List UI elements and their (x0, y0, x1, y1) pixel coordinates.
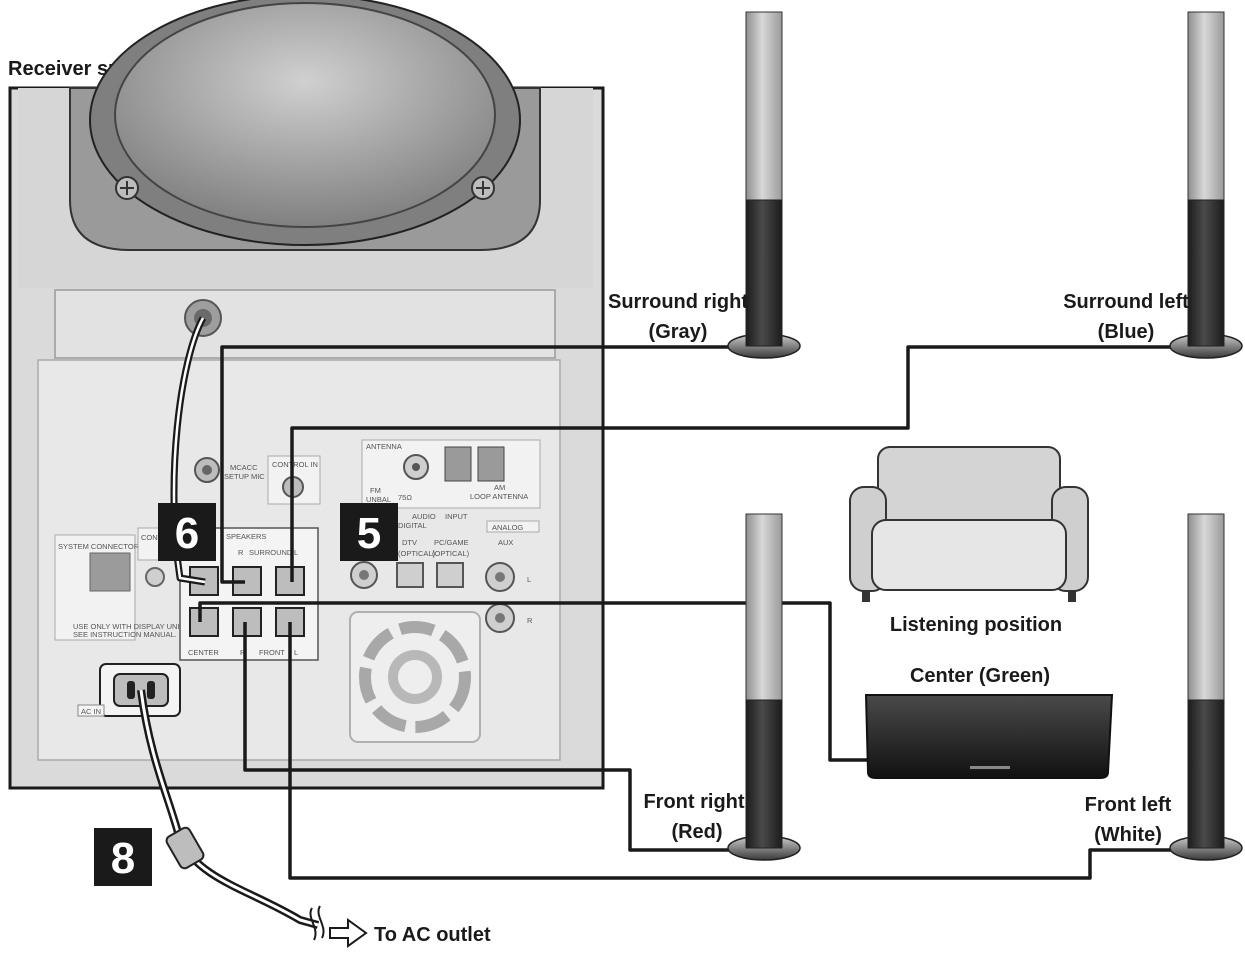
arrow-icon (329, 918, 368, 948)
woofer-driver (69, 0, 541, 251)
svg-text:R: R (240, 648, 246, 657)
svg-text:AUX: AUX (498, 538, 513, 547)
svg-text:SURROUND: SURROUND (249, 548, 293, 557)
svg-text:(OPTICAL): (OPTICAL) (432, 549, 470, 558)
audio-input-section: AUDIO INPUT DIGITAL ANALOG DTV (OPTICAL)… (350, 512, 540, 633)
center-speaker (864, 694, 1114, 779)
svg-text:AM: AM (494, 483, 505, 492)
svg-text:DTV: DTV (402, 538, 417, 547)
svg-text:UNBAL: UNBAL (366, 495, 391, 504)
svg-text:L: L (294, 648, 298, 657)
sofa-icon (849, 446, 1089, 602)
svg-text:SEE INSTRUCTION MANUAL.: SEE INSTRUCTION MANUAL. (73, 630, 177, 639)
step-6-marker: 6 (158, 503, 216, 561)
front-left-label: Front left (1085, 794, 1172, 816)
step-8-marker: 8 (94, 828, 152, 886)
front-right-color: (Red) (671, 821, 722, 843)
svg-text:INPUT: INPUT (445, 512, 468, 521)
svg-text:R: R (527, 616, 533, 625)
svg-text:MCACC: MCACC (230, 463, 258, 472)
svg-text:L: L (294, 548, 298, 557)
speaker-surround-left (1169, 11, 1243, 359)
svg-text:5: 5 (357, 509, 381, 558)
center-label: Center (Green) (910, 665, 1050, 687)
svg-text:USE ONLY WITH DISPLAY UNIT.: USE ONLY WITH DISPLAY UNIT. (73, 622, 185, 631)
svg-text:AC IN: AC IN (81, 707, 101, 716)
svg-text:PC/GAME: PC/GAME (434, 538, 469, 547)
svg-text:CONT: CONT (141, 533, 163, 542)
svg-text:(OPTICAL): (OPTICAL) (398, 549, 436, 558)
step-5-marker: 5 (340, 503, 398, 561)
speaker-front-right (727, 513, 801, 861)
power-plug (165, 826, 205, 870)
surround-right-color: (Gray) (649, 321, 708, 343)
svg-text:LOOP ANTENNA: LOOP ANTENNA (470, 492, 528, 501)
antenna-section: ANTENNA FM UNBAL 75Ω AM LOOP ANTENNA (361, 439, 541, 509)
svg-text:8: 8 (111, 834, 135, 883)
speaker-cables (170, 316, 1200, 880)
front-right-label: Front right (643, 791, 744, 813)
svg-text:L: L (527, 575, 531, 584)
svg-text:ANTENNA: ANTENNA (366, 442, 402, 451)
svg-text:R: R (238, 548, 244, 557)
svg-text:FRONT: FRONT (259, 648, 285, 657)
svg-text:ANALOG: ANALOG (492, 523, 523, 532)
svg-text:AUDIO: AUDIO (412, 512, 436, 521)
svg-text:SPEAKERS: SPEAKERS (226, 532, 266, 541)
surround-right-label: Surround right (608, 291, 748, 313)
svg-text:SETUP MIC: SETUP MIC (224, 472, 265, 481)
svg-text:FM: FM (370, 486, 381, 495)
ac-outlet-label: To AC outlet (374, 924, 491, 946)
surround-left-label: Surround left (1063, 291, 1189, 313)
front-left-color: (White) (1094, 824, 1162, 846)
listening-position-label: Listening position (890, 614, 1062, 636)
svg-text:SYSTEM CONNECTOR: SYSTEM CONNECTOR (58, 542, 140, 551)
svg-text:DIGITAL: DIGITAL (398, 521, 427, 530)
cooling-fan (349, 611, 481, 743)
svg-text:6: 6 (175, 509, 199, 558)
mcacc-control-jacks: MCACC SETUP MIC CONTROL IN (194, 455, 321, 505)
speaker-front-left (1169, 513, 1243, 861)
svg-text:75Ω: 75Ω (398, 493, 412, 502)
ac-power-cord (137, 689, 325, 941)
receiver-subwoofer: SYSTEM CONNECTOR USE ONLY WITH DISPLAY U… (8, 0, 605, 790)
surround-left-color: (Blue) (1098, 321, 1155, 343)
svg-text:CENTER: CENTER (188, 648, 219, 657)
svg-text:CONTROL IN: CONTROL IN (272, 460, 318, 469)
speaker-surround-right (727, 11, 801, 359)
